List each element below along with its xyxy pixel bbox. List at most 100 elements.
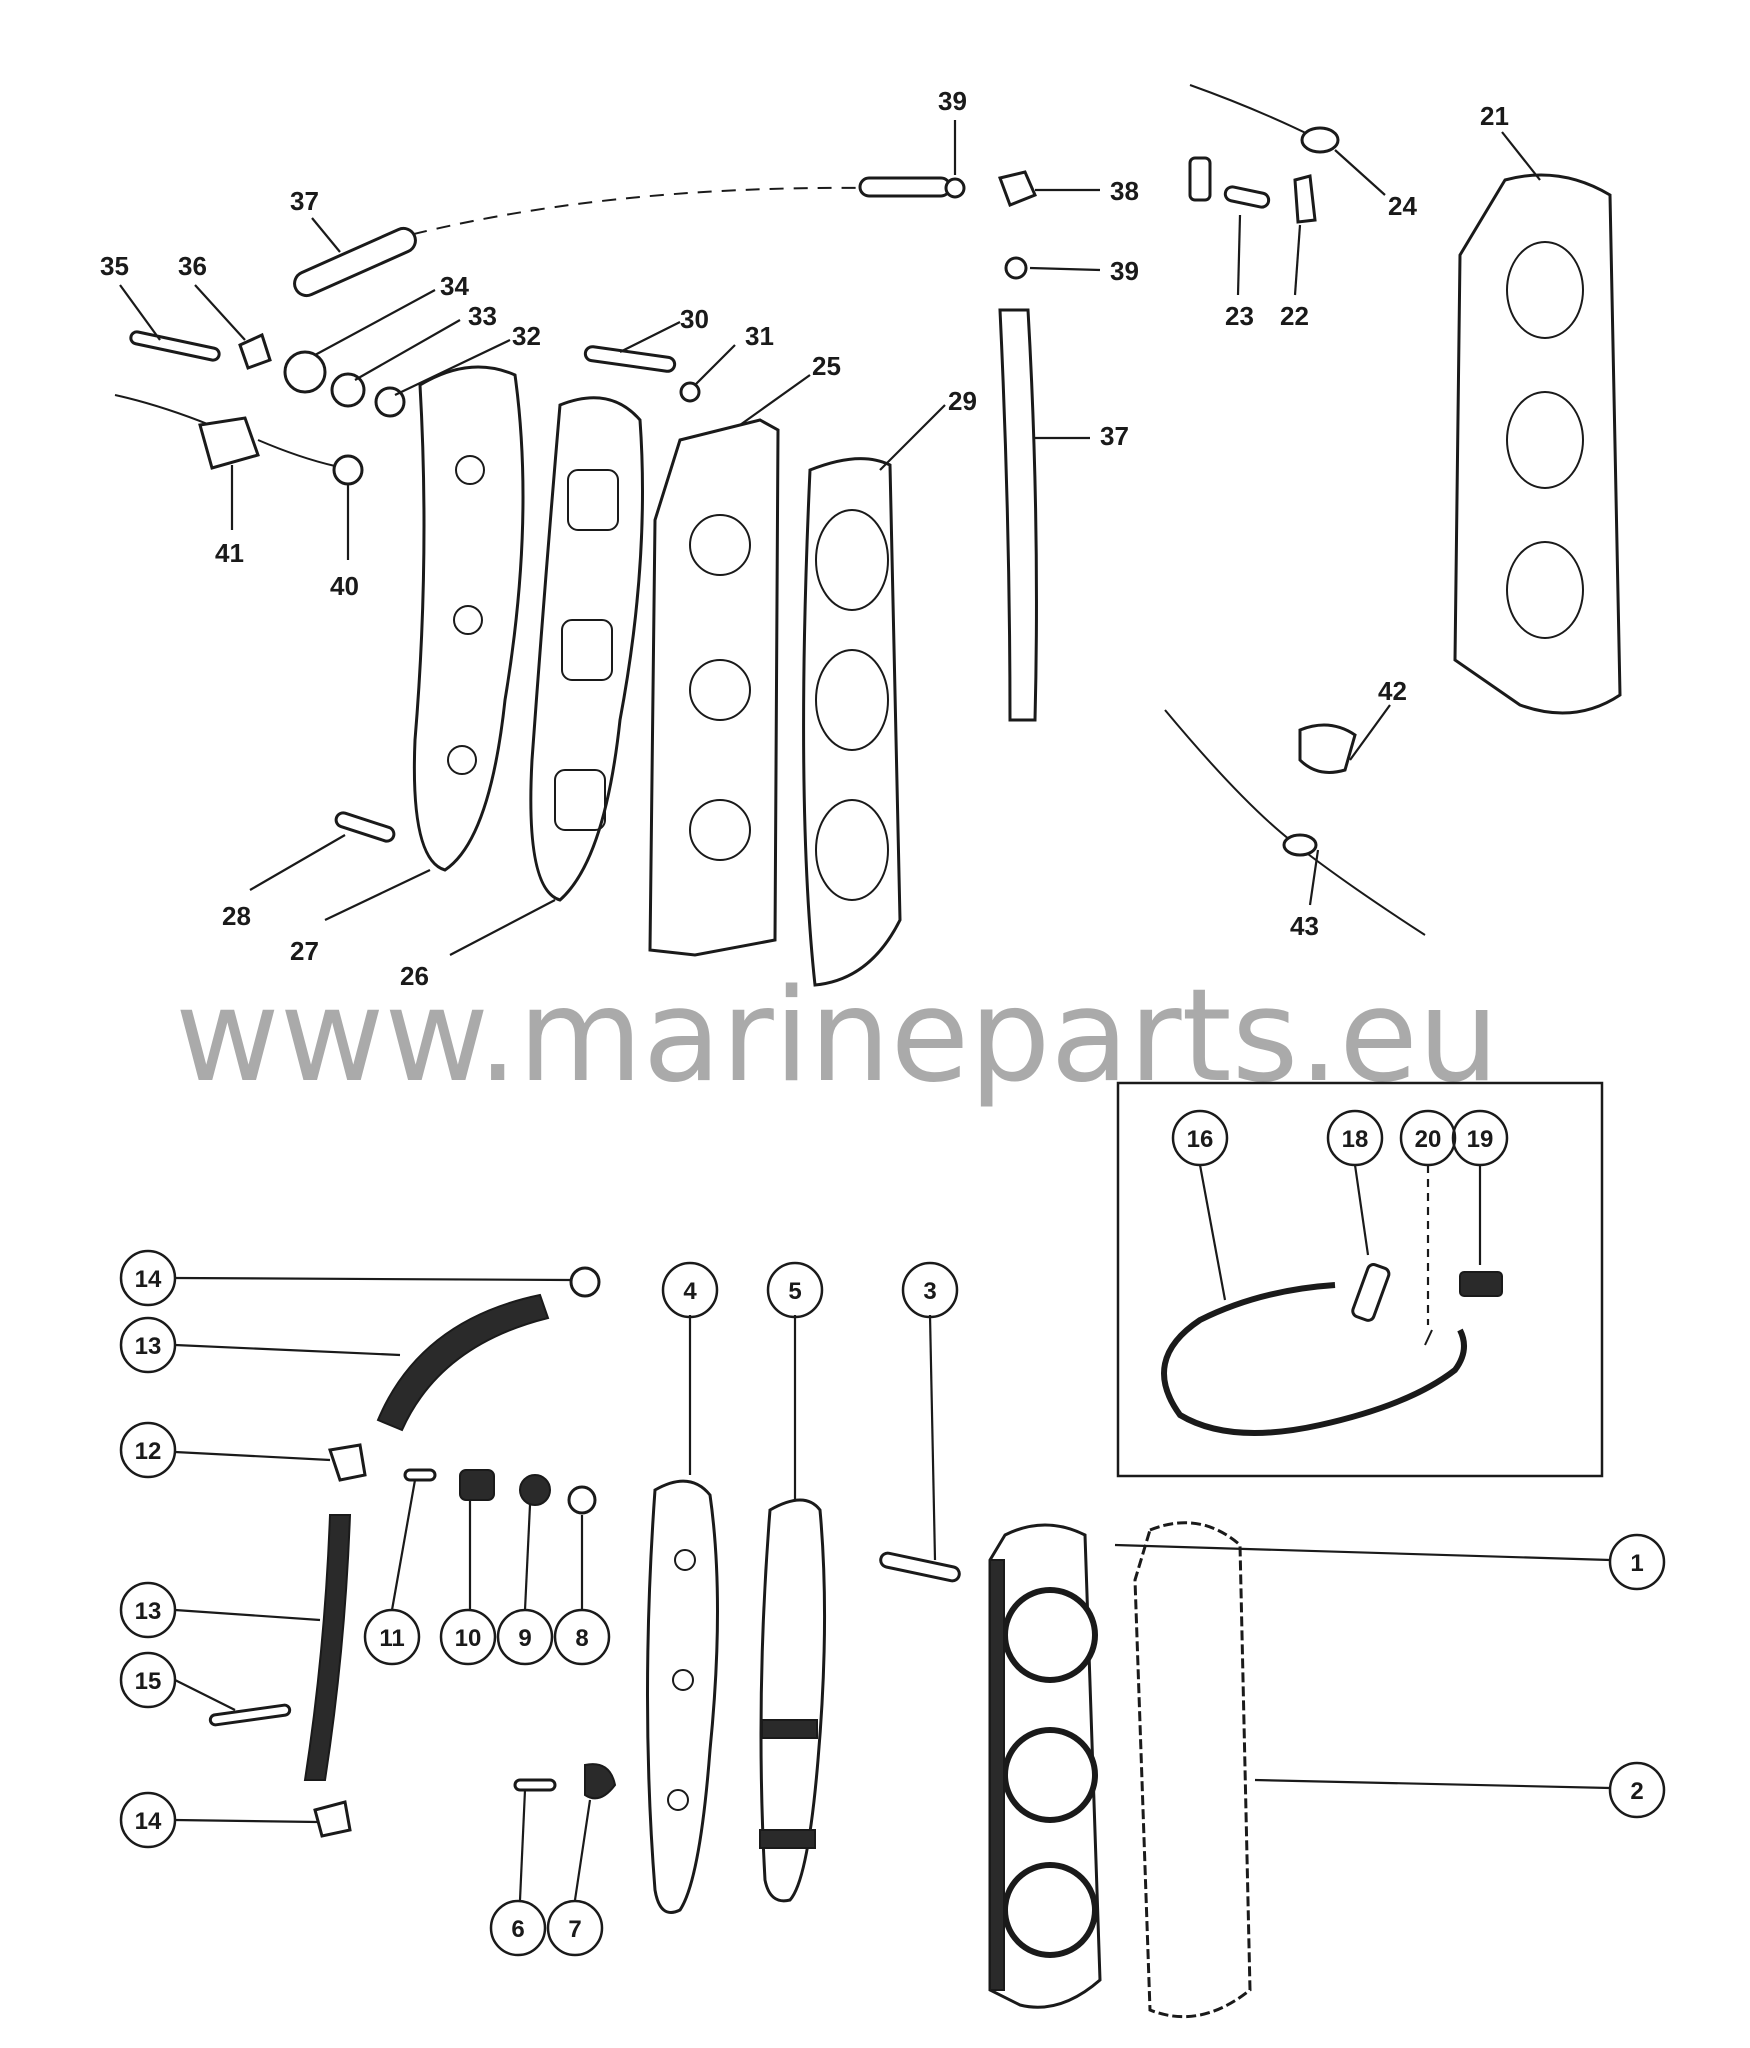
label-43: 43 [1290,911,1319,941]
elbow-12 [328,1443,367,1482]
connector-19 [1459,1271,1503,1297]
head-25-chamber-c [689,799,751,861]
leader-13a [174,1343,401,1357]
callout-18 [1326,1109,1384,1167]
wire-41 [114,394,211,426]
leader-32 [394,339,511,396]
leader-9 [523,1504,532,1611]
leader-23 [1236,214,1242,296]
leader-22 [1293,224,1302,296]
leader-2 [1254,1778,1611,1790]
callout-13-lower-text: 13 [135,1598,162,1625]
callout-14-lower-text: 14 [135,1808,162,1835]
callout-6-text: 6 [511,1916,524,1943]
callout-10: 10 [439,1608,497,1666]
callout-15-text: 15 [135,1668,162,1695]
label-39-lower: 39 [1110,256,1139,286]
label-30: 30 [680,304,709,334]
leader-29 [879,404,946,471]
wire-24 [1189,84,1321,141]
label-40: 40 [330,571,359,601]
washer-31 [679,381,701,403]
leader-39b [1029,266,1101,272]
label-36: 36 [178,251,207,281]
hose-13-upper [376,1293,550,1432]
cover-4-hole-a [674,1549,696,1571]
callout-18-text: 18 [1342,1126,1369,1153]
thermostat-10 [459,1469,495,1501]
screw-11 [403,1468,437,1482]
bracket-41 [198,416,260,470]
screw-6 [513,1778,557,1792]
wire-43 [1164,709,1426,936]
leader-16 [1198,1164,1227,1301]
fitting-39-top [858,176,952,198]
callout-12-text: 12 [135,1438,162,1465]
leader-24 [1334,149,1386,196]
screw-28 [334,811,396,843]
callout-13-upper-text: 13 [135,1333,162,1360]
leader-25 [739,374,811,426]
callout-13-upper: 13 [119,1316,177,1374]
callout-3: 3 [901,1261,959,1319]
callout-16-text: 16 [1187,1126,1214,1153]
gasket-26-port-a [567,469,619,531]
terminal-43 [1282,833,1318,857]
label-38: 38 [1110,176,1139,206]
callout-16 [1171,1109,1229,1167]
fitting-14-lower [313,1800,352,1838]
gasket-29-bore-b [815,649,889,751]
block-21-bore-c [1506,541,1584,639]
head-1-bore-b [1002,1727,1098,1823]
label-33: 33 [468,301,497,331]
leader-11 [390,1479,417,1611]
callout-19 [1451,1109,1509,1167]
label-42: 42 [1378,676,1407,706]
harness-16 [1161,1282,1467,1436]
callout-11: 11 [363,1608,421,1666]
connector-24 [1300,126,1340,154]
leader-3 [928,1314,937,1561]
callout-2-text: 2 [1630,1778,1643,1805]
callout-12: 12 [119,1421,177,1479]
label-37-right: 37 [1100,421,1129,451]
screw-15 [208,1703,292,1727]
gasket-5-band-a [761,1719,818,1739]
cover-27-port-c [447,745,477,775]
callout-5-text: 5 [788,1278,801,1305]
bolt-3 [879,1551,961,1583]
callout-20-text: 20 [1415,1126,1442,1153]
dashed-hose-route [389,186,871,241]
callout-14-lower: 14 [119,1791,177,1849]
label-23: 23 [1225,301,1254,331]
label-24: 24 [1388,191,1417,221]
cylinder-head-cover-27 [412,365,525,872]
head-gasket-2 [1133,1521,1252,2019]
leader-35 [119,284,161,341]
clamp-39-lower [1004,256,1028,280]
callout-2: 2 [1608,1761,1666,1819]
sensor-40 [332,454,364,486]
cylinder-block-21 [1453,173,1622,715]
callout-8-text: 8 [575,1625,588,1652]
screw-8 [567,1485,597,1515]
label-41: 41 [215,538,244,568]
label-35: 35 [100,251,129,281]
leader-7 [573,1799,592,1901]
head-1-bore-c [1002,1862,1098,1958]
leader-33 [354,319,461,381]
cylinder-head-25 [648,418,780,957]
label-27: 27 [290,936,319,966]
elbow-fitting-38 [998,170,1037,207]
thermostat-34 [283,350,327,394]
leader-42 [1349,704,1391,761]
inset-box [1116,1081,1604,1478]
watermark: www.marineparts.eu [175,962,1499,1111]
leader-26 [449,899,556,956]
callout-6: 6 [489,1899,547,1957]
fitting-7 [584,1763,617,1800]
callout-14-upper: 14 [119,1249,177,1307]
fitting-14-top [569,1266,601,1298]
callout-19-text: 19 [1467,1126,1494,1153]
callout-9: 9 [496,1608,554,1666]
